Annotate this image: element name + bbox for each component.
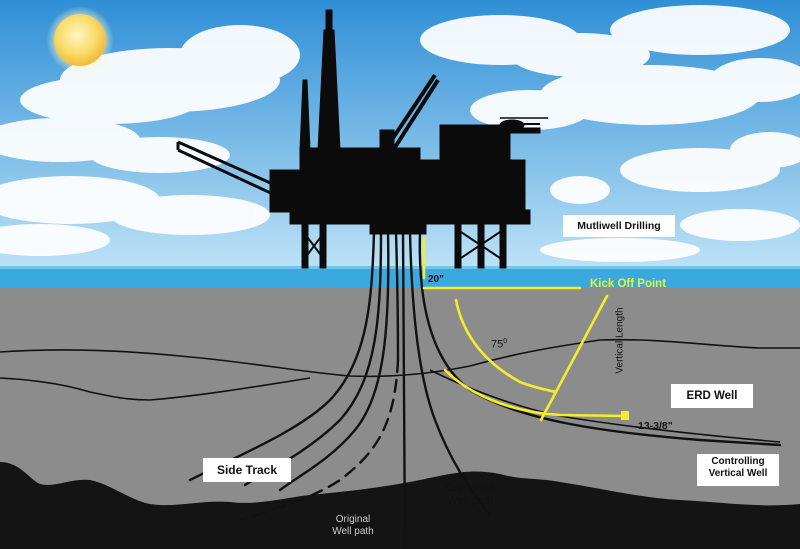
degree-mark: 0 — [503, 338, 508, 345]
erd-well-label: ERD Well — [671, 384, 753, 408]
angle-label: 750 — [491, 338, 507, 351]
vertical-length-label: Vertical Length — [615, 301, 626, 381]
original-well-path-dashed — [238, 358, 400, 522]
vertical-well-text: Vertical Well — [708, 467, 768, 479]
casing-13-marker — [621, 411, 629, 420]
curve-75-arc — [454, 298, 558, 394]
well-path-6 — [408, 230, 492, 517]
multiwell-drilling-text: Mutliwell Drilling — [577, 220, 661, 232]
original-well-path-text: Well path — [332, 526, 374, 537]
kick-off-point-text: Kick Off Point — [590, 278, 667, 290]
side-track-label: Side Track — [203, 458, 291, 482]
strata-lines — [0, 338, 800, 443]
well-path-1 — [188, 230, 376, 482]
casing-20-text: 20" — [428, 274, 444, 285]
casing-20-label: 20" — [428, 274, 444, 285]
build-curve — [443, 368, 628, 418]
sun-icon — [46, 6, 114, 74]
erd-well-text: ERD Well — [686, 390, 738, 402]
controlling-text: Controlling — [711, 456, 765, 467]
well-paths — [188, 230, 782, 549]
vertical-length-text: Vertical Length — [614, 307, 626, 374]
clouds — [0, 5, 800, 262]
helicopter-icon — [499, 117, 548, 131]
angle-text: 75 — [491, 338, 504, 351]
well-path-text: Well path — [447, 495, 493, 508]
casing-13-text: 13-3/8" — [638, 420, 673, 432]
original-text: Original — [335, 514, 371, 525]
corrected-well-path-label: Corrected Well path — [430, 482, 510, 508]
corrected-well-path — [401, 230, 407, 549]
vertical-length-line — [539, 294, 609, 422]
controlling-vertical-well-label: Controlling Vertical Well — [697, 454, 779, 486]
original-well-path — [394, 230, 400, 362]
oil-rig-icon — [176, 9, 541, 269]
erd-well-path — [418, 230, 782, 447]
well-path-3 — [278, 230, 390, 492]
bedrock — [0, 462, 800, 549]
side-track-text: Side Track — [216, 463, 278, 477]
original-well-path-label: Original Well path — [318, 514, 388, 538]
casing-13-label: 13-3/8" — [638, 420, 673, 432]
sea — [0, 266, 800, 288]
kick-off-point-label: Kick Off Point — [590, 278, 666, 290]
erd-annotations — [422, 236, 628, 422]
corrected-text: Corrected — [445, 482, 495, 494]
multiwell-drilling-label: Mutliwell Drilling — [563, 215, 675, 237]
